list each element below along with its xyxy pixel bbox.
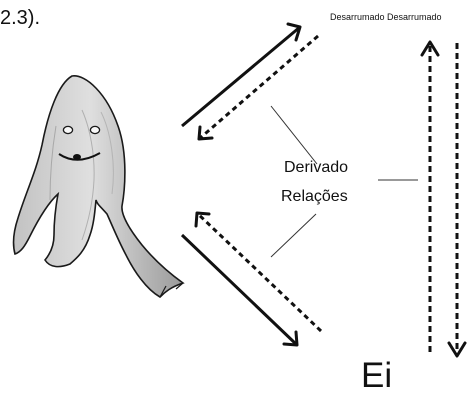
left-eye-icon bbox=[63, 126, 72, 133]
upper-connector-line bbox=[271, 106, 317, 164]
connector-lines bbox=[271, 106, 418, 257]
lower-arrows bbox=[182, 213, 321, 345]
double-vertical-arrow-icon bbox=[422, 42, 465, 356]
upper-arrows bbox=[182, 24, 318, 139]
lower-dashed-arrow-line bbox=[197, 213, 321, 331]
upper-solid-arrow-line bbox=[182, 27, 300, 126]
smiling-figure-icon bbox=[14, 76, 183, 297]
lower-connector-line bbox=[271, 214, 316, 257]
upper-dashed-arrow-line bbox=[199, 36, 318, 139]
right-eye-icon bbox=[90, 126, 99, 133]
